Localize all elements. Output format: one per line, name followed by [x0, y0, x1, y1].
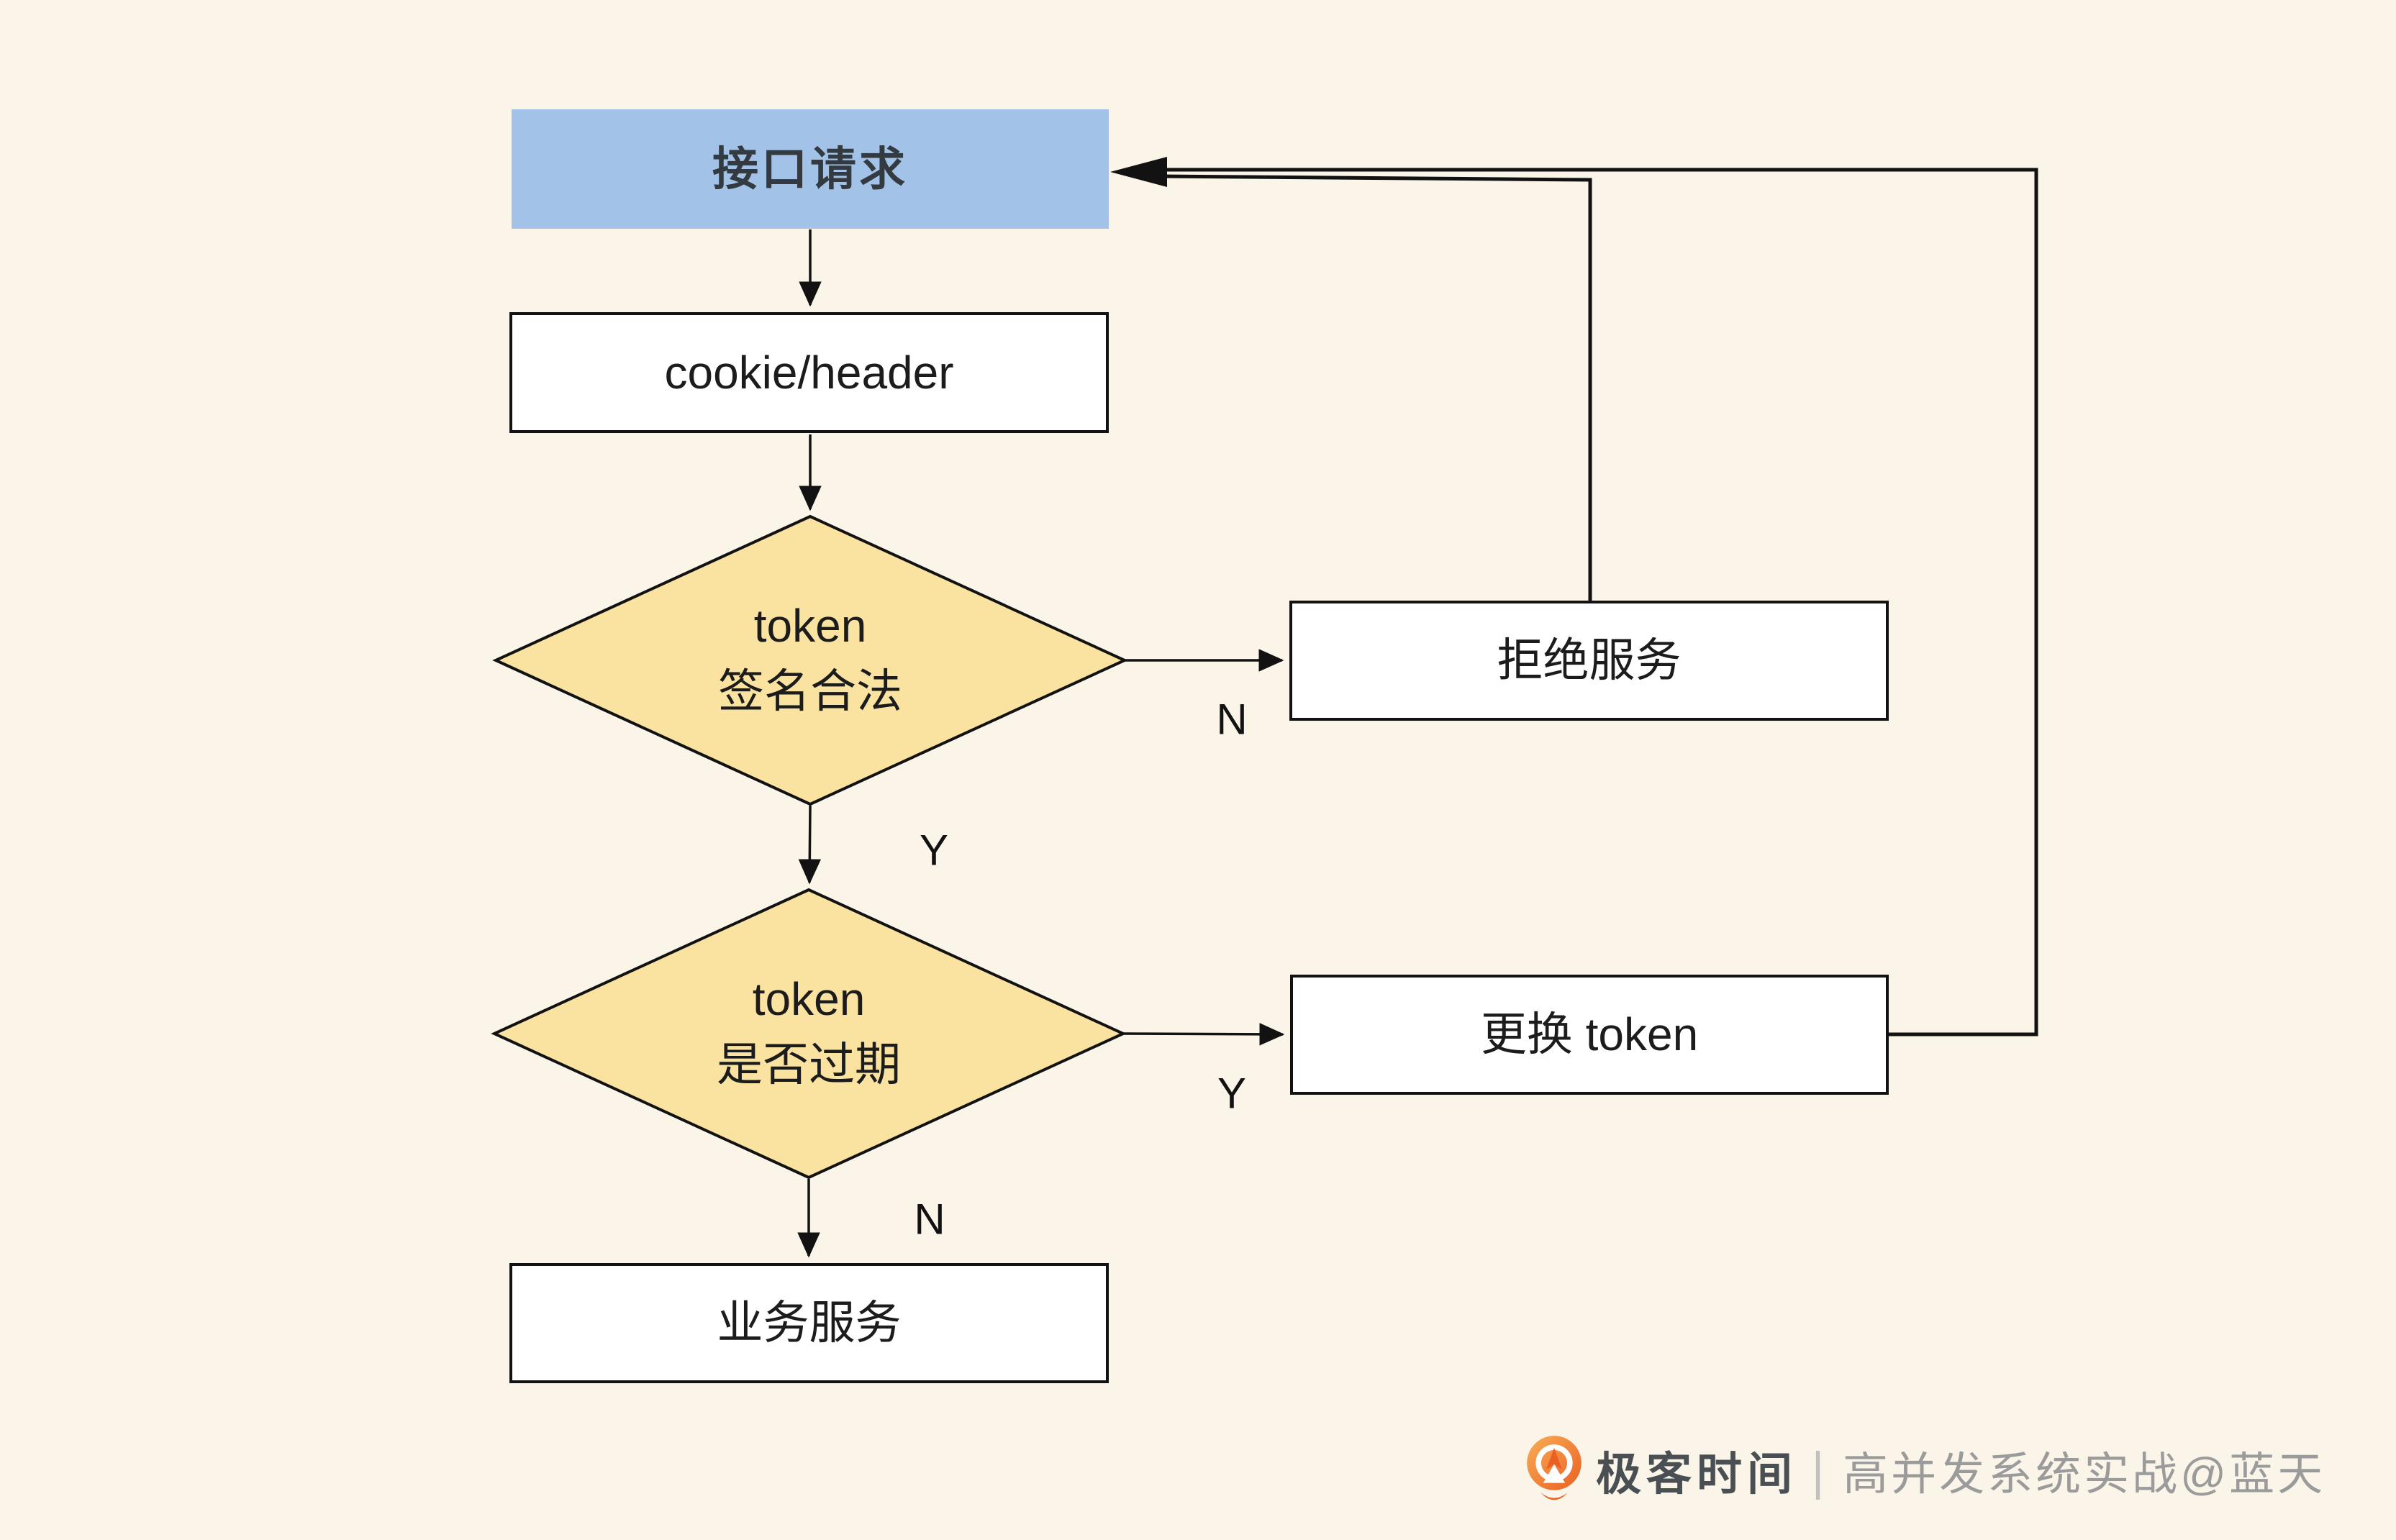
sign-check-line1: token — [753, 600, 867, 652]
expire-check-line1: token — [752, 973, 866, 1026]
node-cookie-header-label: cookie/header — [664, 346, 954, 398]
node-cookie-header: cookie/header — [509, 312, 1109, 433]
expire-check-line2: 是否过期 — [717, 1039, 901, 1090]
footer-credit: 高并发系统实战@蓝天 — [1843, 1449, 2326, 1500]
edge-label-expire-no: N — [914, 1195, 945, 1244]
node-reject-label: 拒绝服务 — [1497, 634, 1682, 687]
footer-watermark: 极客时间 | 高并发系统实战@蓝天 — [1524, 1434, 2325, 1506]
sign-check-diamond-label: token 签名合法 — [718, 593, 902, 724]
node-replace-token: 更换 token — [1290, 975, 1889, 1095]
expire-check-diamond-label: token 是否过期 — [717, 967, 901, 1098]
sign-check-line2: 签名合法 — [718, 665, 902, 717]
footer-divider: | — [1812, 1441, 1825, 1500]
node-replace-token-label: 更换 token — [1480, 1008, 1699, 1061]
edge-label-expire-yes: Y — [1217, 1069, 1247, 1118]
edge-label-sign-no: N — [1216, 695, 1248, 744]
edge-reject-loopback — [1159, 174, 1592, 602]
footer-brand: 极客时间 — [1596, 1449, 1797, 1500]
node-request: 接口请求 — [512, 109, 1109, 229]
expire-check-diamond-shape — [491, 888, 1127, 1180]
node-reject: 拒绝服务 — [1289, 601, 1889, 721]
node-request-label: 接口请求 — [712, 142, 908, 195]
sign-check-diamond-shape — [492, 514, 1128, 806]
edge-replace-loopback — [1160, 168, 2038, 1036]
node-business-label: 业务服务 — [717, 1297, 902, 1349]
edge-sign-check-to-expire-check — [798, 805, 822, 885]
node-business: 业务服务 — [509, 1263, 1109, 1383]
geektime-logo-icon — [1527, 1436, 1582, 1500]
edge-label-sign-yes: Y — [919, 826, 949, 875]
loopback-arrowhead — [1110, 157, 1167, 187]
